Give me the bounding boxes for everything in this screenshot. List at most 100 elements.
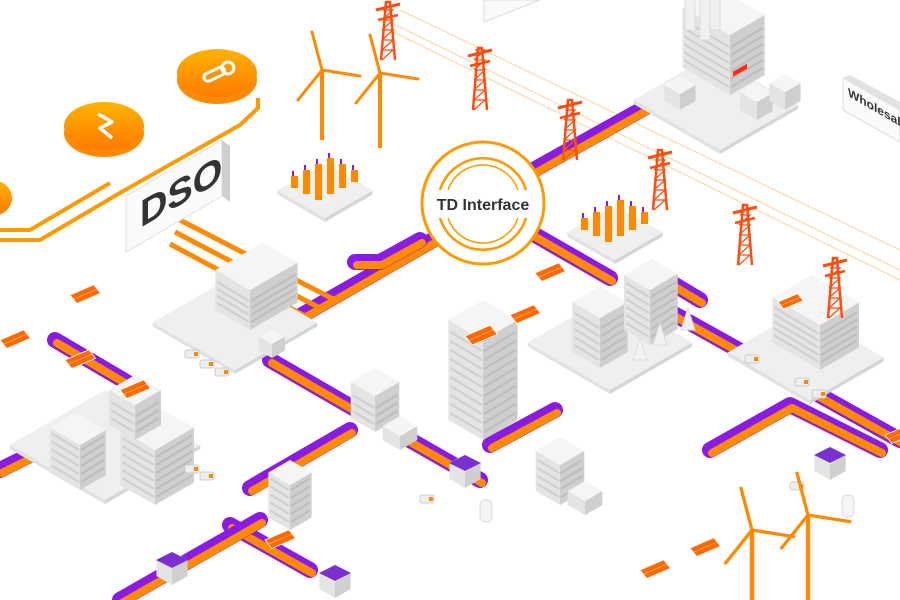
window-row	[820, 332, 858, 356]
building-right-face	[400, 426, 418, 450]
transformer	[315, 164, 322, 176]
window-row	[820, 318, 858, 342]
pylon-brace	[473, 79, 487, 91]
window-row	[560, 467, 583, 482]
building-left-face	[664, 85, 680, 110]
window-row	[216, 302, 250, 323]
building-left-face	[572, 302, 600, 368]
pylon-brace	[653, 199, 667, 211]
building-left-face	[382, 426, 400, 450]
pylon-brace	[563, 119, 577, 131]
window-row	[375, 394, 398, 409]
window-row	[683, 35, 730, 64]
insulator	[606, 201, 608, 206]
window-row	[537, 475, 560, 490]
window-row	[449, 376, 483, 397]
window-row	[573, 320, 600, 337]
transformer	[629, 218, 636, 230]
window-row	[730, 43, 764, 64]
window-row	[483, 394, 517, 415]
building-left-face	[449, 463, 465, 488]
plate-edge	[277, 190, 325, 222]
office-building	[215, 242, 298, 330]
insulator	[594, 207, 596, 212]
transformer	[617, 212, 624, 224]
window-row	[121, 469, 155, 490]
turbine-blade	[739, 486, 754, 532]
building-left-face	[319, 573, 335, 598]
office-building	[109, 375, 161, 440]
building-left-face	[350, 382, 375, 432]
pylon-arm	[824, 269, 846, 278]
window-row	[155, 450, 193, 474]
building-roof	[382, 416, 418, 436]
vehicle-light	[821, 392, 825, 396]
window-row	[121, 453, 155, 474]
wind-turbine	[354, 33, 420, 148]
insulator	[642, 207, 644, 212]
pylon-brace	[381, 19, 395, 31]
window-row	[483, 340, 517, 361]
window-row	[730, 59, 764, 80]
window-row	[730, 51, 764, 72]
transformer	[593, 224, 600, 236]
transformer	[351, 170, 358, 182]
window-row	[216, 295, 250, 316]
window-row	[625, 322, 650, 338]
window-row	[650, 313, 677, 330]
thermometer-badge	[177, 49, 257, 104]
vehicle-light	[804, 380, 808, 384]
window-row	[135, 401, 160, 417]
window-row	[110, 417, 135, 433]
insulator	[582, 213, 584, 218]
insulator	[630, 201, 632, 206]
turbine-blade	[378, 71, 420, 81]
turbine-blade	[806, 513, 852, 524]
vehicle-light	[194, 352, 198, 356]
office-building	[572, 286, 628, 368]
ev-charger	[479, 499, 493, 523]
pylon-arm	[557, 100, 583, 110]
transformer	[605, 218, 612, 230]
building-roof	[120, 407, 194, 450]
plate-edge	[727, 352, 810, 404]
transformer	[581, 218, 588, 230]
turbine-blade	[723, 528, 754, 565]
window-row	[449, 385, 483, 406]
building-roof	[769, 74, 801, 92]
ev-charger	[841, 494, 855, 518]
vehicle-light	[194, 467, 198, 471]
vehicle-light	[209, 362, 213, 366]
pylon-brace	[563, 139, 577, 151]
building-right-face	[335, 573, 351, 598]
pipe-orange	[708, 404, 886, 457]
rooftop-solar	[814, 447, 846, 463]
window-row	[269, 509, 290, 523]
power-pylon	[467, 46, 493, 111]
td-interface-label: TD Interface	[437, 197, 530, 214]
building-roof	[259, 329, 285, 344]
insulator	[618, 195, 620, 200]
building-right-face	[465, 463, 481, 488]
window-row	[600, 320, 627, 337]
window-row	[155, 434, 193, 458]
turbine-blade	[320, 68, 362, 78]
pylon-brace	[828, 287, 842, 299]
building-roof	[448, 300, 518, 340]
window-row	[135, 409, 160, 425]
building-right-face	[680, 85, 696, 110]
vehicle-light	[754, 357, 758, 361]
window-row	[51, 432, 80, 451]
window-row	[625, 298, 650, 314]
window-row	[80, 443, 105, 459]
window-row	[135, 417, 160, 433]
transformer	[339, 164, 346, 176]
building-right-face	[585, 491, 603, 515]
transformer	[315, 176, 322, 188]
window-row	[625, 306, 650, 322]
office-building	[268, 460, 312, 530]
window-row	[650, 321, 677, 338]
solar-grid	[73, 288, 98, 300]
